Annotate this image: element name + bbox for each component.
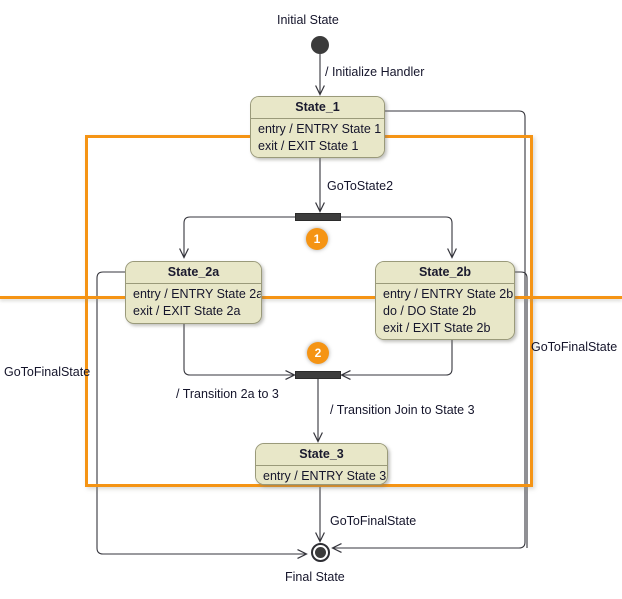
edge-fork-to-state2b [340, 216, 457, 259]
state-title-state-2a: State_2a [126, 262, 261, 284]
state-body-state-2b: entry / ENTRY State 2b do / DO State 2b … [376, 284, 514, 339]
join-bar[interactable] [295, 371, 341, 379]
state-line: entry / ENTRY State 2b [383, 287, 514, 301]
edge-label-gotostate2: GoToState2 [327, 179, 394, 193]
state-title-state-3: State_3 [256, 444, 387, 466]
state-line: entry / ENTRY State 1 [258, 122, 382, 136]
state-box-state-1[interactable]: State_1 entry / ENTRY State 1 exit / EXI… [250, 96, 385, 158]
state-title-state-2b: State_2b [376, 262, 514, 284]
final-state-label: Final State [285, 570, 345, 584]
state-body-state-2a: entry / ENTRY State 2a exit / EXIT State… [126, 284, 261, 322]
state-box-state-2b[interactable]: State_2b entry / ENTRY State 2b do / DO … [375, 261, 515, 340]
state-line: exit / EXIT State 2b [383, 321, 491, 335]
state-box-state-3[interactable]: State_3 entry / ENTRY State 3 [255, 443, 388, 485]
fork-bar[interactable] [295, 213, 341, 221]
state-line: exit / EXIT State 2a [133, 304, 241, 318]
edge-state2b-to-final-vert [515, 271, 528, 548]
edge-state2a-to-final [96, 271, 308, 559]
state-line: exit / EXIT State 1 [258, 139, 359, 153]
state-body-state-3: entry / ENTRY State 3 [256, 466, 387, 484]
highlight-region-line [0, 296, 622, 299]
initial-state-node[interactable] [311, 36, 329, 54]
edge-label-gotofinalstate-left: GoToFinalState [4, 365, 91, 379]
state-line: entry / ENTRY State 3 [263, 469, 387, 483]
state-box-state-2a[interactable]: State_2a entry / ENTRY State 2a exit / E… [125, 261, 262, 324]
state-line: entry / ENTRY State 2a [133, 287, 262, 301]
edge-label-gotofinalstate-right: GoToFinalState [531, 340, 618, 354]
edge-state1-to-final [331, 110, 526, 553]
state-body-state-1: entry / ENTRY State 1 exit / EXIT State … [251, 119, 384, 157]
badge-2[interactable]: 2 [307, 342, 329, 364]
edge-fork-to-state2a [179, 216, 296, 259]
edge-label-initialize-handler: / Initialize Handler [325, 65, 425, 79]
edge-label-gotofinalstate-bottom: GoToFinalState [330, 514, 417, 528]
edge-label-transition-2a-to-3: / Transition 2a to 3 [176, 387, 279, 401]
edge-state2b-to-join [340, 340, 453, 380]
edge-state2a-to-join [183, 324, 296, 380]
initial-state-label: Initial State [277, 13, 339, 27]
state-title-state-1: State_1 [251, 97, 384, 119]
badge-1[interactable]: 1 [306, 228, 328, 250]
edge-label-transition-join-to-state-3: / Transition Join to State 3 [330, 403, 475, 417]
final-state-inner-dot [315, 547, 326, 558]
state-line: do / DO State 2b [383, 304, 477, 318]
